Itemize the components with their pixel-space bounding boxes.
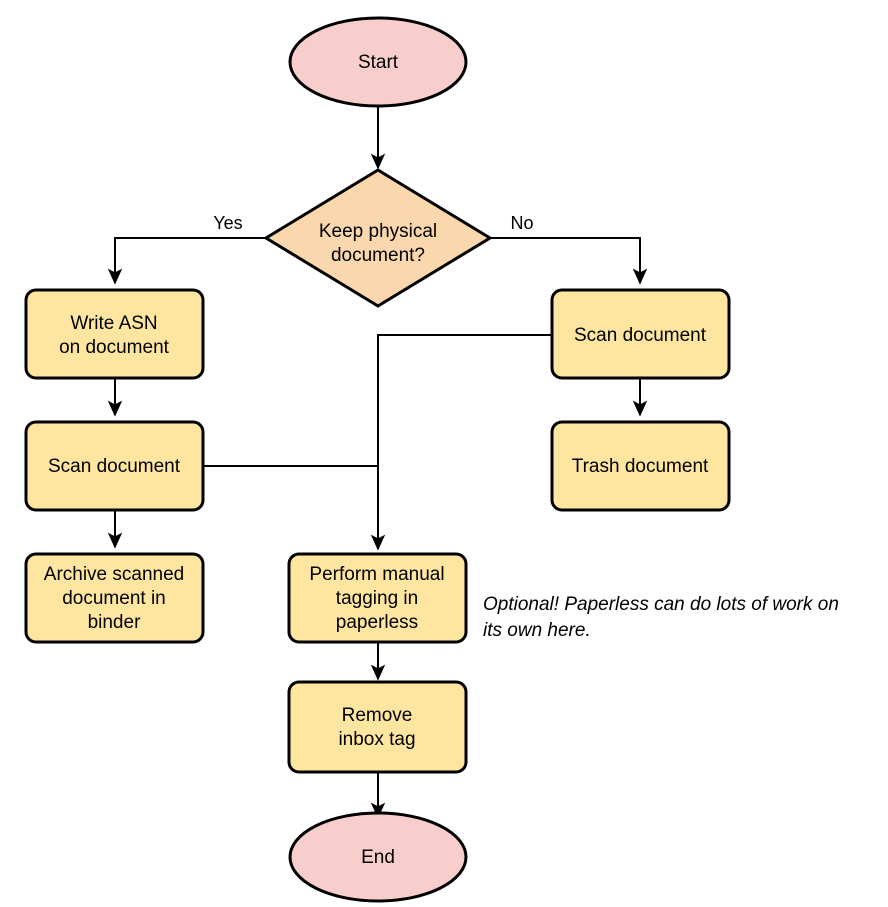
trash-label: Trash document bbox=[572, 456, 709, 477]
node-scan-document-left[interactable]: Scan document bbox=[24, 420, 205, 512]
node-scan-document-right[interactable]: Scan document bbox=[550, 288, 731, 380]
end-ellipse bbox=[288, 811, 468, 903]
tagging-box bbox=[287, 552, 468, 644]
node-start[interactable]: Start bbox=[288, 16, 468, 108]
start-label: Start bbox=[358, 52, 399, 73]
scan-left-label: Scan document bbox=[48, 456, 181, 477]
node-perform-manual-tagging[interactable]: Perform manual tagging in paperless bbox=[287, 552, 468, 644]
write-asn-label-line2: on document bbox=[59, 337, 170, 358]
archive-box bbox=[24, 552, 205, 644]
annotation-optional-note: Optional! Paperless can do lots of work … bbox=[483, 594, 839, 641]
remove-inbox-label-line2: inbox tag bbox=[338, 729, 415, 750]
node-archive-scanned-document[interactable]: Archive scanned document in binder bbox=[24, 552, 205, 644]
write-asn-label-line1: Write ASN bbox=[70, 313, 157, 334]
tagging-label-line1: Perform manual bbox=[309, 564, 444, 585]
node-write-asn-on-document[interactable]: Write ASN on document bbox=[24, 288, 205, 380]
scan-right-box bbox=[550, 288, 731, 380]
decision-label-line1: Keep physical bbox=[319, 221, 437, 242]
end-label: End bbox=[361, 847, 395, 868]
start-ellipse bbox=[288, 16, 468, 108]
annotation-line1: Optional! Paperless can do lots of work … bbox=[483, 594, 839, 615]
node-trash-document[interactable]: Trash document bbox=[550, 420, 731, 512]
remove-inbox-label-line1: Remove bbox=[342, 705, 413, 726]
write-asn-box bbox=[24, 288, 205, 380]
decision-label-line2: document? bbox=[331, 245, 425, 266]
node-decision-keep-physical-document[interactable]: Keep physical document? bbox=[263, 168, 493, 308]
tagging-label-line2: tagging in bbox=[336, 588, 418, 609]
edge-decision-no-to-scan-right bbox=[490, 237, 648, 285]
node-end[interactable]: End bbox=[288, 811, 468, 903]
archive-label-line2: document in bbox=[62, 588, 166, 609]
archive-label-line1: Archive scanned bbox=[44, 564, 184, 585]
node-remove-inbox-tag[interactable]: Remove inbox tag bbox=[287, 680, 468, 774]
trash-box bbox=[550, 420, 731, 512]
edge-scan-right-to-tagging bbox=[370, 334, 552, 551]
scan-right-label: Scan document bbox=[574, 325, 707, 346]
edge-label-yes: Yes bbox=[213, 213, 242, 233]
tagging-label-line3: paperless bbox=[336, 612, 418, 633]
edge-decision-yes-to-write-asn bbox=[107, 237, 266, 285]
archive-label-line3: binder bbox=[88, 612, 141, 633]
edge-label-no: No bbox=[510, 213, 533, 233]
annotation-line2: its own here. bbox=[483, 620, 591, 641]
decision-diamond bbox=[263, 168, 493, 308]
scan-left-box bbox=[24, 420, 205, 512]
remove-inbox-box bbox=[287, 680, 468, 774]
